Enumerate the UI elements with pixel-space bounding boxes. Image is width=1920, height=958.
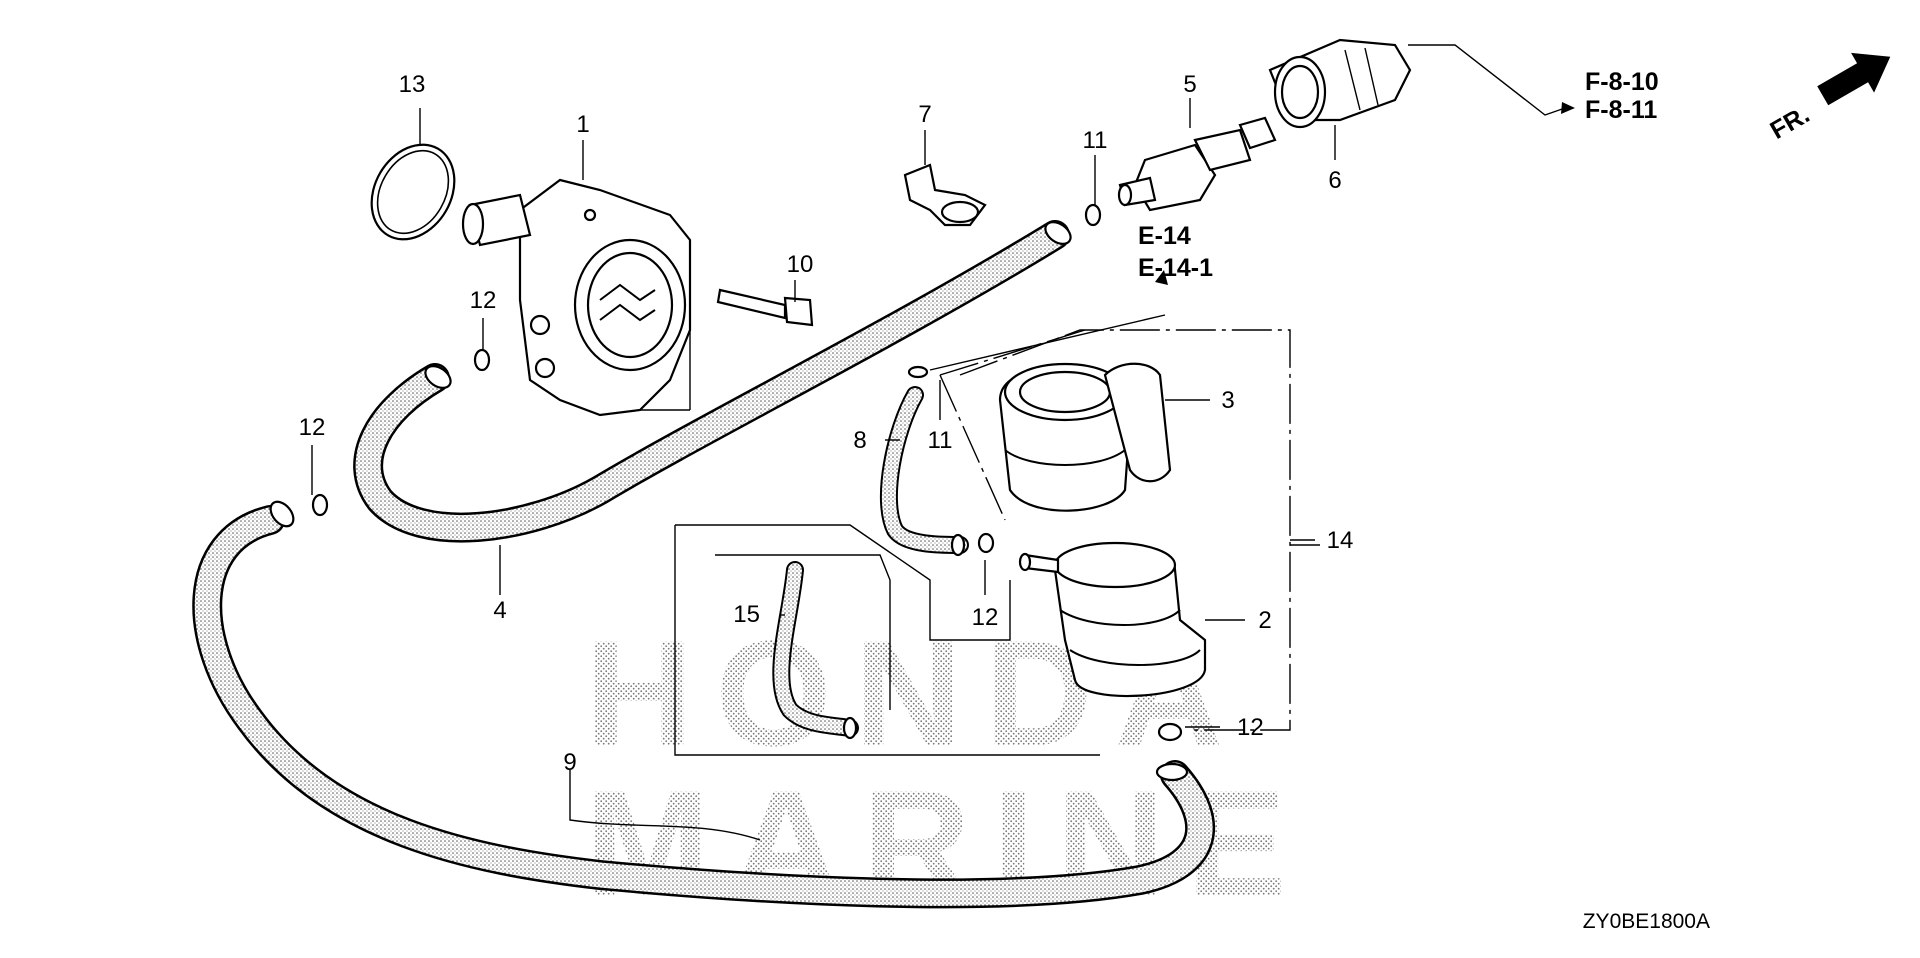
hose-15	[772, 561, 859, 740]
bolt-10	[716, 288, 814, 327]
callout-labels: 13 1 7 5 11 6 10 12 12 3 8 11 14 4 12 2 …	[299, 71, 1354, 776]
callout-8: 8	[853, 427, 866, 454]
callout-2: 2	[1258, 607, 1271, 634]
reference-labels: E-14 E-14-1 F-8-10 F-8-11	[1138, 68, 1659, 282]
hose-9	[192, 500, 1216, 909]
callout-12-c: 12	[972, 604, 999, 631]
o-ring-13	[370, 143, 456, 241]
ref-e-14: E-14	[1138, 222, 1191, 250]
callout-4: 4	[493, 597, 506, 624]
callout-1: 1	[576, 111, 589, 138]
callout-5: 5	[1183, 71, 1196, 98]
callout-3: 3	[1221, 387, 1234, 414]
filter-cover-3	[998, 362, 1172, 512]
direction-marker: FR.	[1766, 52, 1891, 145]
clamps	[311, 203, 1183, 742]
ref-e-14-1: E-14-1	[1138, 254, 1213, 282]
hose-4	[353, 220, 1072, 543]
callout-13: 13	[399, 71, 426, 98]
callout-10: 10	[787, 251, 814, 278]
filter-2	[1018, 541, 1207, 698]
callout-12-b: 12	[299, 414, 326, 441]
direction-label: FR.	[1766, 101, 1815, 145]
ref-f-8-11: F-8-11	[1585, 96, 1657, 124]
ref-f-8-10: F-8-10	[1585, 68, 1659, 96]
connector-6	[1268, 38, 1412, 129]
drawing-code: ZY0BE1800A	[1583, 910, 1710, 933]
callout-14: 14	[1327, 527, 1354, 554]
callout-6: 6	[1328, 167, 1341, 194]
callout-12-d: 12	[1237, 714, 1264, 741]
direction-arrow-icon	[1817, 52, 1891, 106]
callout-11-mid: 11	[928, 427, 953, 454]
callout-11-top: 11	[1083, 127, 1108, 154]
leader-lines	[311, 44, 1575, 841]
group-frames	[674, 329, 1320, 756]
callout-15: 15	[733, 601, 760, 628]
hose-8	[879, 386, 969, 557]
callout-12-a: 12	[470, 287, 497, 314]
callout-9: 9	[563, 749, 576, 776]
callout-7: 7	[918, 101, 931, 128]
fuel-pump-body-1	[461, 178, 692, 417]
clip-7	[903, 163, 987, 227]
connector-5	[1117, 116, 1277, 212]
